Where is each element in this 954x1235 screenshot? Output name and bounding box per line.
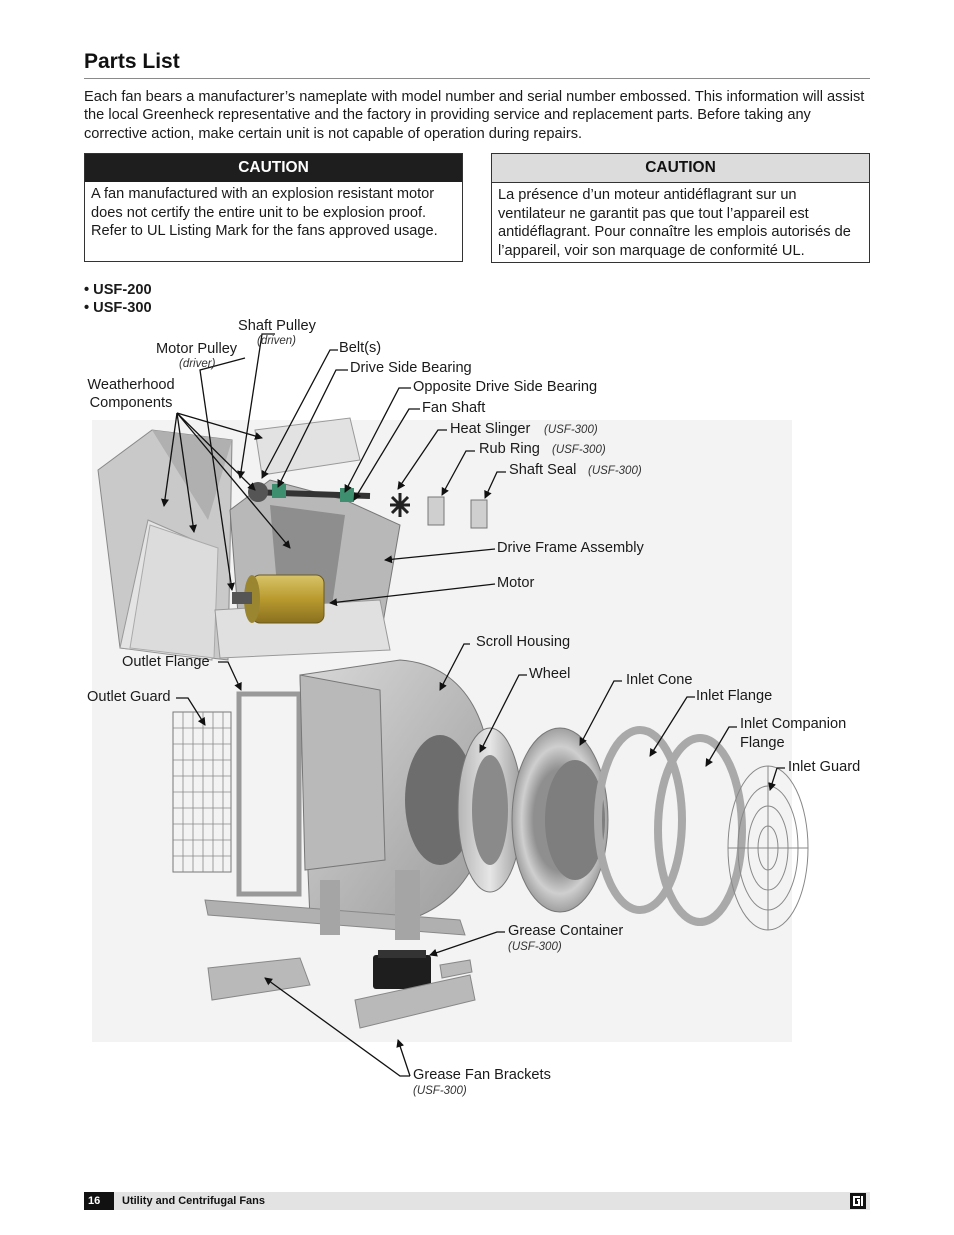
scroll-housing (204, 659, 492, 940)
page-title: Parts List (84, 50, 180, 73)
inlet-guard (727, 765, 809, 931)
model-list: • USF-200 • USF-300 (84, 281, 152, 317)
leader-lines (161, 333, 785, 1077)
label-grease-fan-brackets: Grease Fan Brackets (413, 1067, 551, 1083)
label-drive-side-bearing: Drive Side Bearing (350, 360, 472, 376)
label-wheel: Wheel (529, 666, 571, 682)
label-inlet-guard: Inlet Guard (788, 759, 861, 775)
caution-heading: CAUTION (85, 154, 462, 182)
label-components: Components (89, 395, 173, 411)
label-drive-frame-assembly: Drive Frame Assembly (497, 540, 644, 556)
caution-text: A fan manufactured with an explosion res… (91, 186, 438, 240)
intro-paragraph: Each fan bears a manufacturer’s nameplat… (84, 89, 865, 142)
greenheck-logo-icon (850, 1193, 866, 1209)
label-outlet-guard: Outlet Guard (87, 689, 171, 705)
wheel (457, 727, 523, 893)
model-item: • USF-200 (84, 282, 152, 298)
label-motor-pulley: Motor Pulley (156, 341, 238, 357)
heat-slinger (390, 493, 410, 517)
label-fan-shaft: Fan Shaft (422, 400, 486, 416)
label-inlet-companion: Inlet Companion (740, 716, 847, 732)
label-weatherhood: Weatherhood (87, 377, 175, 393)
label-motor-pulley-note: (driver) (179, 358, 216, 370)
inlet-cone (511, 727, 609, 913)
label-grease-container-note: (USF-300) (508, 941, 562, 953)
label-grease-container: Grease Container (508, 923, 624, 939)
outlet-guard (172, 711, 232, 873)
title-rule (84, 78, 870, 79)
rub-ring (427, 496, 445, 526)
grease-container (373, 950, 431, 989)
footer-title: Utility and Centrifugal Fans (122, 1195, 266, 1207)
inlet-companion-flange (654, 734, 746, 926)
caution-heading: CAUTION (492, 154, 869, 183)
inlet-flange (594, 726, 686, 914)
label-rub-ring: Rub Ring (479, 441, 540, 457)
outlet-flange (236, 691, 302, 897)
model-item: • USF-300 (84, 300, 152, 316)
label-heat-slinger: Heat Slinger (450, 421, 531, 437)
label-grease-fan-brackets-note: (USF-300) (413, 1085, 467, 1097)
caution-box-french: CAUTION La présence d’un moteur antidéfl… (491, 153, 870, 263)
label-motor: Motor (497, 575, 535, 591)
footer-bar (84, 1192, 870, 1210)
label-shaft-pulley: Shaft Pulley (238, 318, 316, 334)
shaft-seal (470, 499, 488, 529)
label-scroll-housing: Scroll Housing (476, 634, 571, 650)
label-shaft-seal: Shaft Seal (509, 462, 577, 478)
label-shaft-pulley-note: (driven) (257, 335, 296, 347)
label-inlet-companion-flange: Flange (740, 735, 785, 751)
label-opposite-drive-side-bearing: Opposite Drive Side Bearing (413, 379, 598, 395)
label-outlet-flange: Outlet Flange (122, 654, 210, 670)
label-inlet-cone: Inlet Cone (626, 672, 693, 688)
label-heat-slinger-note: (USF-300) (544, 424, 598, 436)
label-rub-ring-note: (USF-300) (552, 444, 606, 456)
shaft-components (390, 493, 488, 529)
caution-text: La présence d’un moteur antidéflagrant s… (498, 187, 851, 259)
page-number: 16 (84, 1192, 114, 1210)
motor (232, 574, 325, 624)
label-belts: Belt(s) (339, 340, 382, 356)
label-inlet-flange: Inlet Flange (696, 688, 773, 704)
grease-fan-brackets (207, 957, 476, 1029)
label-shaft-seal-note: (USF-300) (588, 465, 642, 477)
caution-box-english: CAUTION A fan manufactured with an explo… (84, 153, 463, 262)
